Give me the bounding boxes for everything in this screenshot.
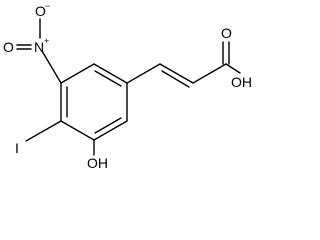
bond-ring-to-vinyl: [126, 63, 161, 84]
nitro-n-charge: +: [44, 36, 49, 46]
ring-bond-1: [93, 63, 128, 84]
nitro-o-top-charge: −: [45, 1, 50, 11]
bond-ring-to-i: [25, 120, 62, 142]
phenol-oh-label: OH: [87, 155, 108, 171]
bond-vinyl-double-inner: [161, 70, 190, 88]
phenol-oh-group: OH: [87, 139, 108, 171]
carbonyl-o-label: O: [221, 25, 232, 41]
bond-carboxyl-to-oh: [225, 63, 241, 74]
bond-vinyl-single: [159, 63, 194, 84]
nitro-o-left-label: O: [3, 39, 14, 55]
nitro-n-label: N: [34, 39, 44, 55]
bond-ring-to-n: [41, 50, 62, 84]
nitro-o-top-label: O: [35, 3, 46, 19]
ring-bond-6: [60, 63, 95, 84]
acid-oh-label: OH: [231, 74, 252, 90]
ring-bond-3: [93, 120, 128, 141]
iodo-group: I: [15, 120, 62, 156]
molecule-diagram: O − O N + O OH I OH: [3, 1, 252, 171]
iodo-label: I: [15, 140, 19, 156]
ring-bond-3-inner: [94, 117, 122, 134]
ring-bond-1-inner: [94, 70, 122, 87]
nitro-group: O − O N +: [3, 1, 62, 84]
bond-vinyl-to-carboxyl: [192, 63, 227, 84]
acrylic-acid-chain: O OH: [126, 25, 252, 90]
ring-bond-4: [60, 120, 95, 141]
benzene-ring: [60, 63, 128, 141]
